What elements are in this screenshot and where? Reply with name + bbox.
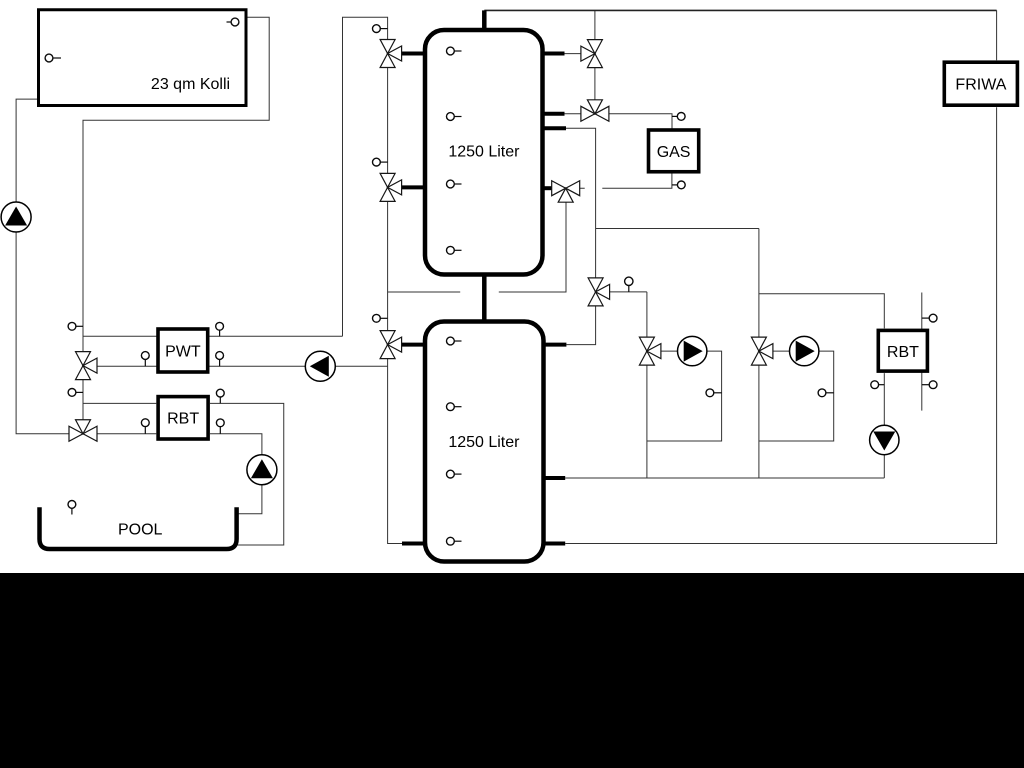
svg-text:1250 Liter: 1250 Liter xyxy=(448,434,520,451)
svg-text:23 qm Kolli: 23 qm Kolli xyxy=(151,76,230,93)
svg-text:FRIWA: FRIWA xyxy=(955,77,1006,94)
svg-text:GAS: GAS xyxy=(657,144,691,161)
svg-text:1250 Liter: 1250 Liter xyxy=(448,144,520,161)
svg-text:RBT: RBT xyxy=(167,411,199,428)
svg-text:PWT: PWT xyxy=(165,344,201,361)
svg-text:RBT: RBT xyxy=(887,344,919,361)
svg-text:POOL: POOL xyxy=(118,522,163,539)
